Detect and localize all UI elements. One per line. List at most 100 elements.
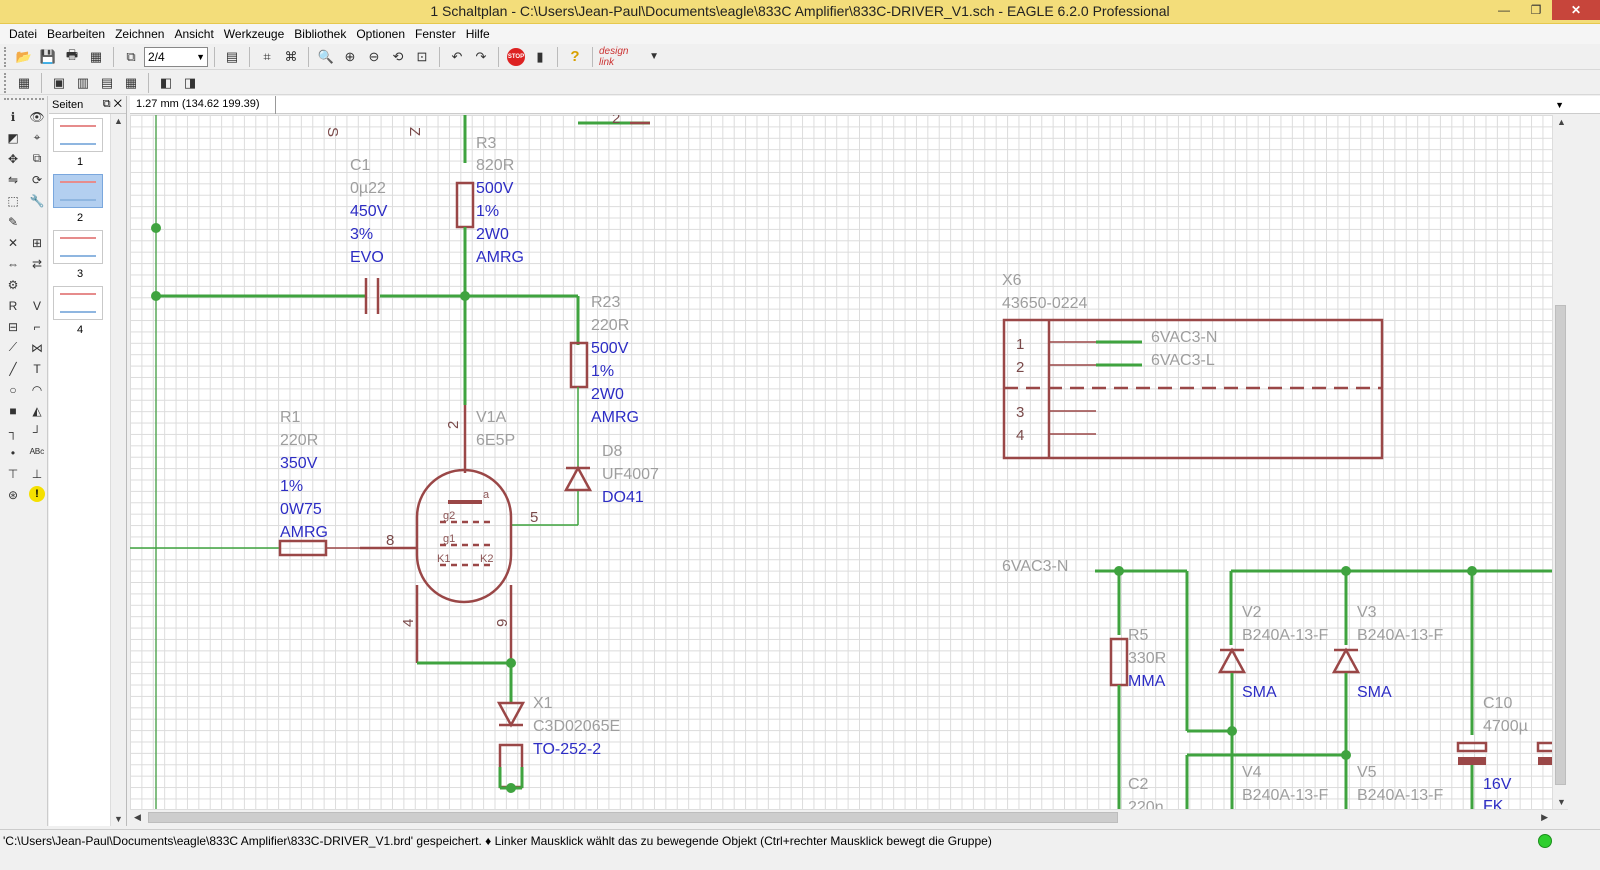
schematic-drawing[interactable]: S Z 2 a g2 g1 K1 K2 2 5 8: [130, 115, 1552, 809]
circle-icon[interactable]: ○: [9, 382, 17, 397]
sheet-icon[interactable]: ⧉: [126, 48, 136, 64]
horizontal-scrollbar[interactable]: ◀ ▶: [130, 809, 1568, 825]
move-icon[interactable]: ✥: [7, 151, 19, 166]
v3-diode[interactable]: [1331, 647, 1361, 674]
replace-icon[interactable]: ⇄: [31, 256, 43, 271]
polygon-icon[interactable]: ◭: [32, 403, 42, 418]
layout-2-icon[interactable]: ▥: [76, 74, 90, 90]
mark-icon[interactable]: ⌖: [33, 130, 41, 144]
print-icon[interactable]: 🖶: [65, 46, 79, 62]
cam-icon[interactable]: ▦: [89, 48, 103, 64]
label-icon[interactable]: ᴬᴮᶜ: [29, 445, 45, 460]
miter-icon[interactable]: ⌐: [33, 319, 41, 334]
gateswap-icon[interactable]: ⚙: [7, 277, 19, 292]
script-icon[interactable]: ⌘: [284, 48, 298, 64]
schematic-canvas[interactable]: S Z 2 a g2 g1 K1 K2 2 5 8: [130, 115, 1552, 809]
r5-resistor[interactable]: [1109, 637, 1129, 687]
scroll-down-icon[interactable]: ▼: [1557, 797, 1566, 807]
vertical-scrollbar[interactable]: ▲ ▼: [1552, 115, 1568, 809]
copy-icon[interactable]: ⧉: [32, 151, 42, 165]
layout-4-icon[interactable]: ▦: [124, 74, 138, 90]
pages-scrollbar[interactable]: ▲ ▼: [110, 114, 126, 826]
menu-hilfe[interactable]: Hilfe: [465, 27, 490, 41]
layout-1-icon[interactable]: ▣: [52, 74, 66, 90]
chevron-down-icon[interactable]: ▼: [1555, 99, 1564, 110]
mirror-icon[interactable]: ⇋: [7, 172, 19, 187]
toolbar-grip[interactable]: [4, 72, 8, 93]
junction[interactable]: [460, 291, 470, 301]
redo-icon[interactable]: ↷: [475, 48, 487, 64]
page-thumbnail-4[interactable]: [53, 286, 103, 320]
group-icon[interactable]: ⬚: [7, 193, 19, 208]
zoom-fit-icon[interactable]: 🔍: [317, 48, 335, 64]
redraw-icon[interactable]: ⟲: [392, 48, 404, 64]
menu-bibliothek[interactable]: Bibliothek: [294, 27, 347, 41]
ulp-icon[interactable]: ⌗: [263, 48, 271, 64]
grid-icon[interactable]: ▦: [17, 74, 31, 90]
open-folder-icon[interactable]: 📂: [15, 48, 33, 64]
junction[interactable]: [151, 223, 161, 233]
show-eye-icon[interactable]: 👁: [29, 109, 45, 124]
vertical-scroll-thumb[interactable]: [1555, 305, 1566, 785]
help-button[interactable]: ?: [570, 48, 580, 65]
delete-icon[interactable]: ✕: [7, 235, 19, 250]
scroll-up-icon[interactable]: ▲: [114, 116, 123, 126]
r1-resistor[interactable]: [278, 539, 328, 557]
rect-icon[interactable]: ■: [9, 403, 17, 418]
r23-resistor[interactable]: [569, 341, 589, 389]
restore-button[interactable]: ❐: [1530, 3, 1542, 17]
scroll-up-icon[interactable]: ▲: [1557, 117, 1566, 127]
change-wrench-icon[interactable]: 🔧: [29, 193, 45, 208]
sheet-select[interactable]: 2/4 ▼: [144, 46, 208, 67]
junction[interactable]: [506, 783, 516, 793]
scroll-down-icon[interactable]: ▼: [114, 814, 123, 824]
display-layers-icon[interactable]: ◩: [7, 130, 19, 145]
c11-plate[interactable]: [1536, 741, 1552, 753]
value-icon[interactable]: V: [32, 298, 41, 313]
c10-plate[interactable]: [1456, 741, 1488, 753]
arc-icon[interactable]: ◠: [31, 382, 43, 397]
zoom-out-icon[interactable]: ⊖: [368, 48, 380, 64]
horizontal-scroll-thumb[interactable]: [148, 812, 1118, 823]
junction-icon[interactable]: •: [10, 445, 16, 460]
minimize-button[interactable]: —: [1498, 3, 1510, 17]
zoom-in-icon[interactable]: ⊕: [344, 48, 356, 64]
pinswap-icon[interactable]: ⇔: [7, 256, 19, 271]
invoke-icon[interactable]: ⋈: [31, 340, 43, 355]
page-thumbnail-1[interactable]: [53, 118, 103, 152]
undo-icon[interactable]: ↶: [451, 48, 463, 64]
go-icon[interactable]: ▮: [536, 48, 544, 64]
x1-body[interactable]: [498, 743, 524, 789]
menu-werkzeuge[interactable]: Werkzeuge: [223, 27, 285, 41]
name-icon[interactable]: R: [8, 298, 18, 313]
board-switch-icon[interactable]: ▤: [225, 48, 239, 64]
v2-diode[interactable]: [1217, 647, 1247, 674]
layout-5-icon[interactable]: ◧: [159, 74, 173, 90]
menu-ansicht[interactable]: Ansicht: [174, 27, 214, 41]
layout-6-icon[interactable]: ◨: [183, 74, 197, 90]
erc-icon[interactable]: ⊛: [7, 487, 19, 502]
c11-plate-filled[interactable]: [1538, 757, 1552, 765]
page-thumbnail-2[interactable]: [53, 174, 103, 208]
dimension-icon[interactable]: ⊥: [31, 466, 43, 481]
layout-3-icon[interactable]: ▤: [100, 74, 114, 90]
menu-fenster[interactable]: Fenster: [415, 27, 456, 41]
menu-datei[interactable]: Datei: [9, 27, 38, 41]
scroll-left-icon[interactable]: ◀: [134, 812, 141, 822]
wire-icon[interactable]: ╱: [9, 361, 17, 376]
paste-icon[interactable]: ✎: [7, 214, 19, 229]
net-icon[interactable]: ┘: [32, 424, 42, 439]
float-icon[interactable]: ⧉: [102, 98, 111, 110]
info-icon[interactable]: ℹ: [10, 109, 16, 124]
page-thumbnail-3[interactable]: [53, 230, 103, 264]
c10-plate-filled[interactable]: [1458, 757, 1486, 765]
palette-grip[interactable]: [4, 98, 44, 102]
menu-zeichnen[interactable]: Zeichnen: [115, 27, 165, 41]
design-link-button[interactable]: design link ▼: [599, 46, 659, 68]
command-input[interactable]: [276, 96, 1556, 113]
bus-icon[interactable]: ┐: [8, 424, 18, 439]
smash-icon[interactable]: ⊟: [7, 319, 19, 334]
menu-optionen[interactable]: Optionen: [356, 27, 406, 41]
toolbar-grip[interactable]: [4, 46, 8, 67]
close-icon[interactable]: ✕: [113, 98, 122, 110]
